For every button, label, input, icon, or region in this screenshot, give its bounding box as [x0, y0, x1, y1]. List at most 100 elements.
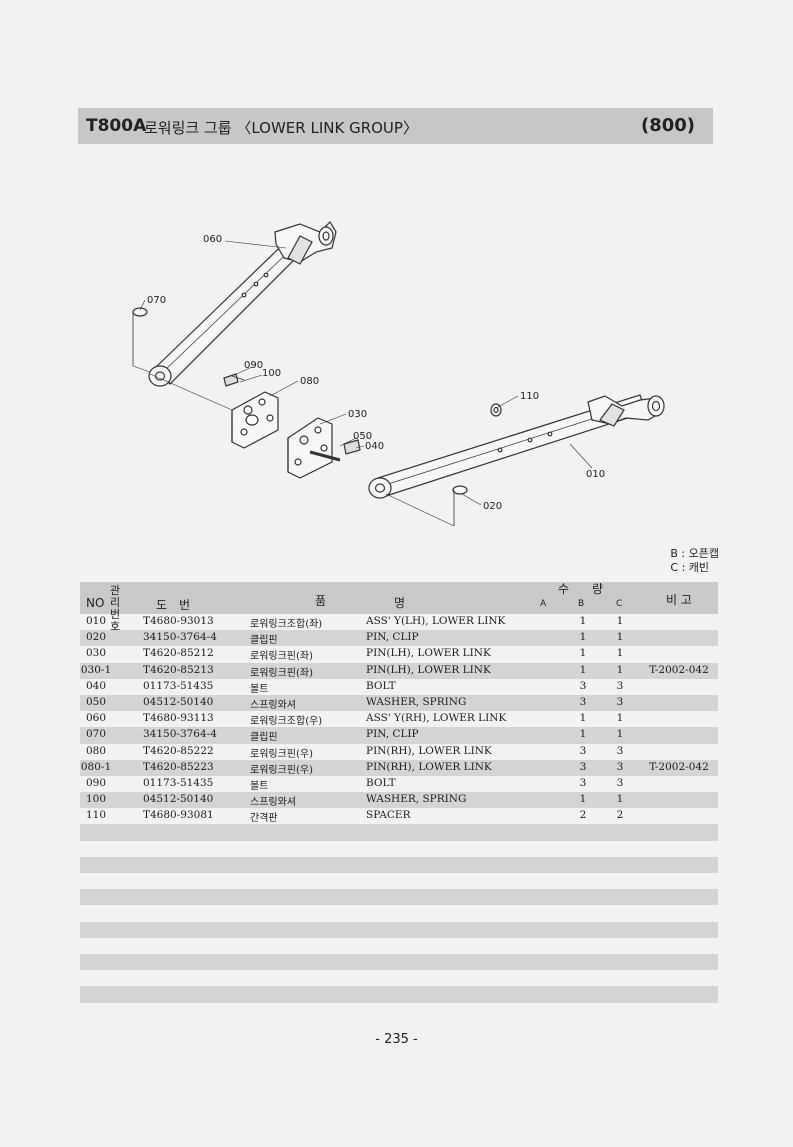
col-qty-a: A	[540, 599, 547, 609]
row-name-en: ASS' Y(RH), LOWER LINK	[366, 712, 507, 725]
row-name-kr: 볼트	[250, 780, 269, 792]
row-part-no: 34150-3764-4	[143, 728, 217, 741]
row-qty-c: 3	[616, 744, 624, 757]
row-qty-c: 1	[616, 631, 624, 644]
col-name-1: 품	[315, 594, 327, 608]
row-name-en: PIN(LH), LOWER LINK	[366, 663, 491, 676]
callout-080: 080	[300, 376, 319, 387]
row-qty-c: 3	[616, 695, 624, 708]
callout-020: 020	[483, 501, 502, 512]
col-name-2: 명	[394, 596, 406, 610]
row-no: 100	[85, 793, 107, 806]
row-qty-b: 1	[579, 728, 587, 741]
row-part-no: T4620-85222	[143, 744, 214, 757]
row-name-kr: 간격판	[250, 813, 278, 825]
row-name-en: PIN(RH), LOWER LINK	[366, 760, 492, 773]
page-number: - 235 -	[375, 1032, 418, 1047]
table-row	[80, 970, 718, 986]
col-mgmt-no: 관리번호	[110, 584, 121, 633]
table-row	[80, 841, 718, 857]
bracket-030-drawing	[287, 417, 341, 479]
callout-040: 040	[365, 441, 384, 452]
row-name-kr: 스프링와셔	[250, 797, 296, 809]
row-part-no: 34150-3764-4	[143, 631, 217, 644]
row-name-kr: 로워링크핀(좌)	[250, 667, 314, 679]
row-qty-b: 2	[579, 809, 587, 822]
callout-100: 100	[262, 368, 281, 379]
table-row	[80, 889, 718, 906]
row-part-no: 04512-50140	[143, 793, 214, 806]
col-qty-1: 수	[558, 582, 570, 596]
table-row	[80, 905, 718, 921]
col-qty-b: B	[578, 599, 585, 609]
parts-diagram: 060 070 090 100 080 030 050 040 110 010 …	[132, 221, 665, 527]
col-qty-2: 량	[592, 582, 604, 596]
row-part-no: T4620-85213	[143, 663, 214, 676]
row-no: 070	[85, 728, 107, 741]
row-qty-c: 1	[616, 793, 624, 806]
bolt-040-drawing	[343, 439, 361, 455]
row-name-kr: 로워링크핀(우)	[250, 748, 314, 760]
row-no: 040	[85, 679, 107, 692]
row-name-en: WASHER, SPRING	[366, 695, 467, 708]
row-qty-b: 1	[579, 663, 587, 676]
clip-pin-070-drawing	[132, 307, 151, 373]
bolt-090-drawing	[223, 373, 245, 387]
row-qty-c: 2	[616, 809, 624, 822]
row-no: 080-1	[80, 760, 112, 773]
row-qty-c: 1	[616, 728, 624, 741]
legend-c: C : 캐빈	[670, 561, 710, 574]
row-qty-b: 3	[579, 776, 587, 789]
callout-060: 060	[203, 234, 222, 245]
callout-090: 090	[244, 360, 263, 371]
row-qty-b: 3	[579, 760, 587, 773]
table-row	[80, 953, 718, 971]
table-row	[80, 921, 718, 938]
row-part-no: T4620-85212	[143, 647, 214, 660]
row-no: 010	[85, 615, 107, 627]
row-name-en: BOLT	[366, 776, 396, 789]
row-qty-c: 3	[616, 776, 624, 789]
row-remark: T-2002-042	[649, 760, 709, 773]
col-qty-c: C	[616, 599, 623, 609]
row-name-kr: 로워링크핀(우)	[250, 764, 314, 776]
qty-legend: B : 오픈캡 C : 캐빈	[670, 547, 719, 575]
row-name-kr: 로워링크조합(우)	[250, 716, 323, 728]
row-qty-b: 3	[579, 744, 587, 757]
col-part-no: 도 번	[156, 598, 191, 612]
callout-010: 010	[586, 469, 605, 480]
row-qty-b: 1	[579, 615, 587, 627]
row-no: 050	[85, 695, 107, 708]
row-name-kr: 볼트	[250, 683, 269, 695]
legend-b: B : 오픈캡	[670, 547, 719, 560]
col-remarks: 비 고	[666, 593, 692, 607]
row-part-no: T4620-85223	[143, 760, 214, 773]
row-no: 090	[85, 776, 107, 789]
row-name-en: BOLT	[366, 679, 396, 692]
row-qty-c: 1	[616, 712, 624, 725]
row-name-en: WASHER, SPRING	[366, 793, 467, 806]
row-qty-b: 3	[579, 679, 587, 692]
row-part-no: T4680-93113	[143, 712, 214, 725]
row-name-en: PIN(RH), LOWER LINK	[366, 744, 492, 757]
group-title: 로워링크 그룹 〈LOWER LINK GROUP〉	[144, 119, 418, 137]
bracket-080-drawing	[231, 391, 279, 449]
row-name-en: PIN, CLIP	[366, 728, 419, 741]
table-row	[80, 986, 718, 1003]
parts-table-header: NO 관리번호 도 번 품 명 수 량 A B C 비 고	[80, 582, 718, 633]
model-name: T800A	[86, 116, 147, 136]
row-part-no: 01173-51435	[143, 776, 214, 789]
table-row	[80, 1003, 718, 1019]
spacer-110-drawing	[490, 403, 502, 417]
group-code: (800)	[640, 115, 695, 136]
table-row	[80, 938, 718, 954]
callout-030: 030	[348, 409, 367, 420]
callout-070: 070	[147, 295, 166, 306]
table-row: 080-1 T4620-85223 로워링크핀(우) PIN(RH), LOWER L…	[80, 759, 718, 776]
